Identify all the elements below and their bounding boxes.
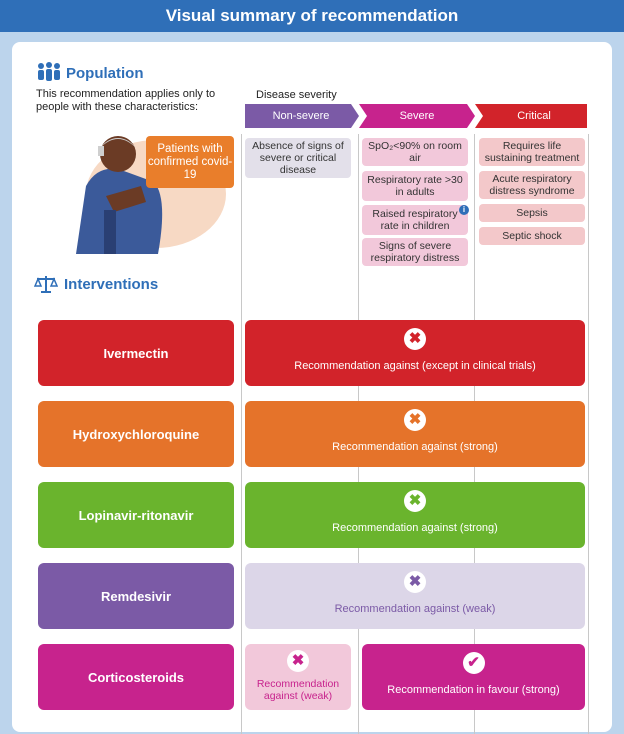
cross-icon: ✖ <box>404 571 426 593</box>
info-icon[interactable]: i <box>459 205 469 215</box>
severe-criterion: SpO₂<90% on room air <box>362 138 468 166</box>
page-title: Visual summary of recommendation <box>0 0 624 32</box>
critical-criterion: Requires life sustaining treatment <box>479 138 585 166</box>
critical-criterion: Sepsis <box>479 204 585 222</box>
drug-ivermectin: Ivermectin <box>38 320 234 386</box>
rec-text: Recommendation against (except in clinic… <box>294 360 536 372</box>
patients-badge: Patients with confirmed covid-19 <box>146 136 234 188</box>
critical-criterion: Acute respiratory distress syndrome <box>479 171 585 199</box>
rec-lopinavir-ritonavir: ✖ Recommendation against (strong) <box>245 482 585 548</box>
column-divider <box>241 134 242 734</box>
severity-severe: Severe <box>399 110 435 122</box>
severe-criterion: Raised respiratory rate in children <box>362 205 468 235</box>
cross-icon: ✖ <box>404 490 426 512</box>
rec-corticosteroids-non-severe: ✖ Recommendation against (weak) <box>245 644 351 710</box>
rec-corticosteroids-severe-critical: ✔ Recommendation in favour (strong) <box>362 644 585 710</box>
non-severe-criterion: Absence of signs of severe or critical d… <box>245 138 351 178</box>
severity-arrows <box>245 104 587 128</box>
check-icon: ✔ <box>462 652 485 674</box>
drug-hydroxychloroquine: Hydroxychloroquine <box>38 401 234 467</box>
rec-text: Recommendation against (weak) <box>256 678 340 702</box>
severe-criterion: Respiratory rate >30 in adults <box>362 171 468 201</box>
rec-text: Recommendation against (strong) <box>332 522 498 534</box>
interventions-title: Interventions <box>64 276 159 293</box>
cross-icon: ✖ <box>404 409 426 431</box>
rec-text: Recommendation in favour (strong) <box>387 684 560 696</box>
critical-criterion: Septic shock <box>479 227 585 245</box>
column-divider <box>588 134 589 734</box>
rec-remdesivir: ✖ Recommendation against (weak) <box>245 563 585 629</box>
severity-label: Disease severity <box>256 89 337 101</box>
cross-icon: ✖ <box>404 328 426 350</box>
drug-remdesivir: Remdesivir <box>38 563 234 629</box>
severe-criterion: Signs of severe respiratory distress <box>362 238 468 266</box>
rec-text: Recommendation against (strong) <box>332 441 498 453</box>
drug-lopinavir-ritonavir: Lopinavir-ritonavir <box>38 482 234 548</box>
rec-ivermectin: ✖ Recommendation against (except in clin… <box>245 320 585 386</box>
population-description: This recommendation applies only to peop… <box>36 88 216 113</box>
drug-corticosteroids: Corticosteroids <box>38 644 234 710</box>
scales-icon <box>34 276 58 293</box>
severity-critical: Critical <box>517 110 551 122</box>
cross-icon: ✖ <box>287 650 309 672</box>
rec-text: Recommendation against (weak) <box>334 603 496 615</box>
population-title: Population <box>66 65 144 82</box>
rec-hydroxychloroquine: ✖ Recommendation against (strong) <box>245 401 585 467</box>
severity-non-severe: Non-severe <box>272 110 330 122</box>
people-icon <box>38 62 60 81</box>
